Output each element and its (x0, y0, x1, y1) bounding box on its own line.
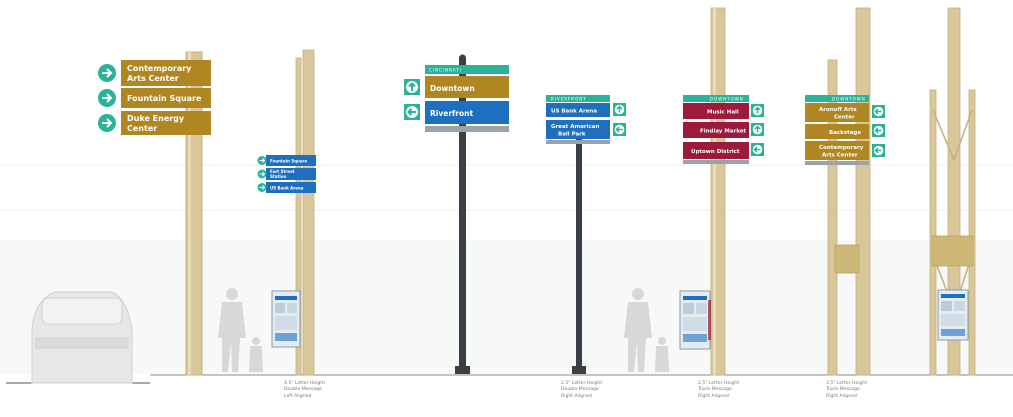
sign-2-msg-2b: Station (270, 174, 287, 179)
sign-3-msg-1: Downtown (430, 84, 475, 93)
sign-6-msg-3b: Arts Center (822, 153, 858, 159)
sign-3-msg-2: Riverfront (430, 109, 473, 118)
sign-6-header (805, 95, 869, 102)
sign-1-msg-3: Duke Energy (127, 114, 185, 123)
frame-post-center (947, 7, 961, 376)
sign-2-msg-1: Fountain Square (270, 159, 308, 164)
sign-6-panel-1 (805, 103, 869, 122)
sign-4-header (546, 95, 610, 102)
sign-2-pedestrian: Fountain Square Fort Street Station US B… (257, 49, 316, 376)
sign-5-msg-1: Music Hall (707, 110, 739, 116)
sign-4-panel-1 (546, 103, 610, 117)
sign-5-panel-1 (683, 103, 749, 119)
sign-4-header-text: RIVERFRONT (551, 97, 587, 102)
sign-2-panel-2 (266, 168, 316, 180)
sign-6-downtown-arts: DOWNTOWN Aronoff Arts Center Backstage C… (805, 7, 885, 376)
sign-6-msg-1: Aronoff Arts (819, 107, 857, 113)
sign-6-msg-1b: Center (834, 115, 855, 121)
sign-1-panel-1 (121, 60, 211, 86)
sign-3-pole (459, 58, 466, 370)
sign-2-panel-1 (266, 155, 316, 166)
sign-3-header (425, 65, 509, 74)
sign-1-panel-3 (121, 111, 211, 135)
sign-1-panel-2 (121, 88, 211, 108)
sign-5-panel-2 (683, 122, 749, 138)
sign-2-msg-3: US Bank Arena (270, 186, 304, 191)
sign-6-panel-2 (805, 124, 869, 139)
sign-1-msg-1b: Arts Center (127, 74, 179, 83)
sign-2-panel-3 (266, 182, 316, 193)
sign-1-msg-3b: Center (127, 124, 157, 133)
sign-1-msg-2: Fountain Square (127, 94, 202, 103)
frame-post-right (968, 89, 976, 376)
sign-2-post-left (295, 57, 302, 376)
sign-4-msg-1: US Bank Arena (551, 109, 597, 115)
sign-6-panel-3 (805, 141, 869, 160)
sign-1-msg-1: Contemporary (127, 64, 192, 73)
sign-3-panel-1 (425, 76, 509, 98)
sign-6-msg-3: Contemporary (819, 145, 864, 151)
sign-2-msg-2: Fort Street (270, 169, 295, 174)
sign-4-riverfront: RIVERFRONT US Bank Arena Great American … (546, 95, 626, 374)
sign-4-msg-2b: Ball Park (558, 132, 586, 138)
car-silhouette (31, 291, 133, 384)
sign-3-downtown: CINCINNATI Downtown Riverfront (404, 54, 509, 374)
sign-4-msg-2: Great American (551, 124, 599, 130)
sign-6-post-right (855, 7, 871, 376)
sign-5-header (683, 95, 749, 102)
sign-6-post-left (827, 59, 838, 376)
frame-post-left (929, 89, 937, 376)
sign-6-msg-2: Backstage (829, 130, 861, 136)
sign-5-downtown-maroon: DOWNTOWN Music Hall Findlay Market Uptow… (679, 7, 764, 376)
pedestrian-silhouette-left (218, 288, 263, 372)
sign-3-panel-2 (425, 101, 509, 124)
pedestrian-silhouette-right (624, 288, 669, 372)
sign-5-msg-2: Findlay Market (700, 129, 747, 135)
sign-3-header-text: CINCINNATI (429, 68, 462, 73)
sign-2-post-right (302, 49, 315, 376)
sign-5-panel-3 (683, 142, 749, 159)
sign-5-msg-3: Uptown District (691, 149, 740, 155)
sign-6-header-text: DOWNTOWN (832, 97, 866, 102)
sign-1-vehicular-large: Contemporary Arts Center Fountain Square… (98, 51, 211, 376)
sign-4-panel-2 (546, 120, 610, 139)
sign-5-header-text: DOWNTOWN (710, 97, 744, 102)
sign-4-pole (576, 138, 582, 370)
gateway-frame-kiosk (929, 7, 976, 376)
